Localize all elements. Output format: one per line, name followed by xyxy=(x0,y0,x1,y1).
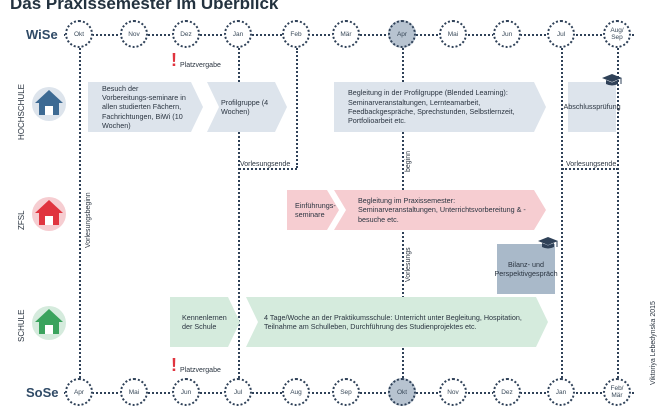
box-kennenlernen-text: Kennenlernen der Schule xyxy=(182,312,227,331)
box-abschlusspruefung: Abschlussprüfung xyxy=(563,82,621,132)
month-top-1: Nov xyxy=(120,20,148,48)
month-bottom-2: Jun xyxy=(172,378,200,406)
semester-label-wise: WiSe xyxy=(26,27,58,42)
month-top-10: Aug/ Sep xyxy=(603,20,631,48)
connector-vorlesungsende-left xyxy=(239,168,297,170)
month-top-7: Mai xyxy=(439,20,467,48)
box-bilanz-text: Bilanz- und Perspektivgespräch xyxy=(494,259,558,278)
box-abschluss-text: Abschlussprüfung xyxy=(563,102,621,112)
box-praktikum-text: 4 Tage/Woche an der Praktikumsschule: Un… xyxy=(264,312,522,331)
box-besuch-vorbereitungsseminare: Besuch der Vorbereitungs-seminare in all… xyxy=(88,82,203,132)
vorlesungsende-left-label: Vorlesungsende xyxy=(240,161,291,168)
month-top-5: Mär xyxy=(332,20,360,48)
box-profilgruppe-text: Profilgruppe (4 Wochen) xyxy=(221,97,269,116)
vline-feb xyxy=(296,48,298,168)
box-begleitung-praxissemester: Begleitung im Praxissemester: Seminarver… xyxy=(334,190,546,230)
graduation-cap-icon-top xyxy=(602,74,622,86)
box-profilgruppe: Profilgruppe (4 Wochen) xyxy=(207,82,287,132)
month-bottom-1: Mai xyxy=(120,378,148,406)
vline-right xyxy=(617,48,619,378)
month-top-9: Jul xyxy=(547,20,575,48)
vline-jan xyxy=(238,48,240,378)
month-bottom-6: Okt xyxy=(388,378,416,406)
exclamation-icon-bottom: ! xyxy=(171,355,177,375)
credit-text: Viktoriya Lebedynska 2015 xyxy=(650,301,657,385)
month-top-4: Feb xyxy=(282,20,310,48)
vorlesungsbeginn-label: Vorlesungsbeginn xyxy=(85,192,92,248)
box-begleitung-profil-text: Begleitung in der Profilgruppe (Blended … xyxy=(348,88,515,126)
house-icon-zfsl xyxy=(32,197,66,231)
month-top-6: Apr xyxy=(388,20,416,48)
graduation-cap-icon-middle xyxy=(538,237,558,249)
month-top-3: Jan xyxy=(224,20,252,48)
month-top-0: Okt xyxy=(65,20,93,48)
month-bottom-9: Jan xyxy=(547,378,575,406)
box-besuch-text: Besuch der Vorbereitungs-seminare in all… xyxy=(102,83,186,130)
vline-vorlesungsbeginn xyxy=(79,48,81,378)
connector-vorlesungsende-right xyxy=(562,168,618,170)
box-kennenlernen-schule: Kennenlernen der Schule xyxy=(170,297,240,347)
box-bilanz-perspektivgespraech: Bilanz- und Perspektivgespräch xyxy=(494,244,558,294)
month-bottom-3: Jul xyxy=(224,378,252,406)
box-einfuehrungsseminare: Einführungs-seminare xyxy=(287,190,339,230)
page-title: Das Praxissemester im Überblick xyxy=(10,0,279,13)
month-top-2: Dez xyxy=(172,20,200,48)
platzvergabe-bottom: Platzvergabe xyxy=(180,367,221,374)
box-praktikumsschule: 4 Tage/Woche an der Praktikumsschule: Un… xyxy=(246,297,548,347)
month-bottom-7: Nov xyxy=(439,378,467,406)
vline-jul xyxy=(561,48,563,378)
row-label-hochschule: HOCHSCHULE xyxy=(17,83,26,140)
row-label-zfsl: ZFSL xyxy=(17,210,26,230)
month-top-8: Jun xyxy=(493,20,521,48)
month-bottom-5: Sep xyxy=(332,378,360,406)
month-bottom-8: Dez xyxy=(493,378,521,406)
vorlesungsende-right-label: Vorlesungsende xyxy=(566,161,617,168)
semester-label-sose: SoSe xyxy=(26,385,59,400)
box-begleitung-praxis-text: Begleitung im Praxissemester: Seminarver… xyxy=(358,196,526,224)
month-bottom-10: Feb/ Mär xyxy=(603,378,631,406)
month-bottom-4: Aug xyxy=(282,378,310,406)
month-bottom-0: Apr xyxy=(65,378,93,406)
platzvergabe-top: Platzvergabe xyxy=(180,62,221,69)
box-begleitung-profilgruppe: Begleitung in der Profilgruppe (Blended … xyxy=(334,82,546,132)
row-label-schule: SCHULE xyxy=(17,309,26,342)
house-icon-schule xyxy=(32,306,66,340)
beginn-label: beginn xyxy=(405,150,412,172)
exclamation-icon-top: ! xyxy=(171,50,177,70)
vorlesungs-label: Vorlesungs xyxy=(405,247,412,282)
box-einfuehrung-text: Einführungs-seminare xyxy=(295,200,336,219)
house-icon-hochschule xyxy=(32,87,66,121)
